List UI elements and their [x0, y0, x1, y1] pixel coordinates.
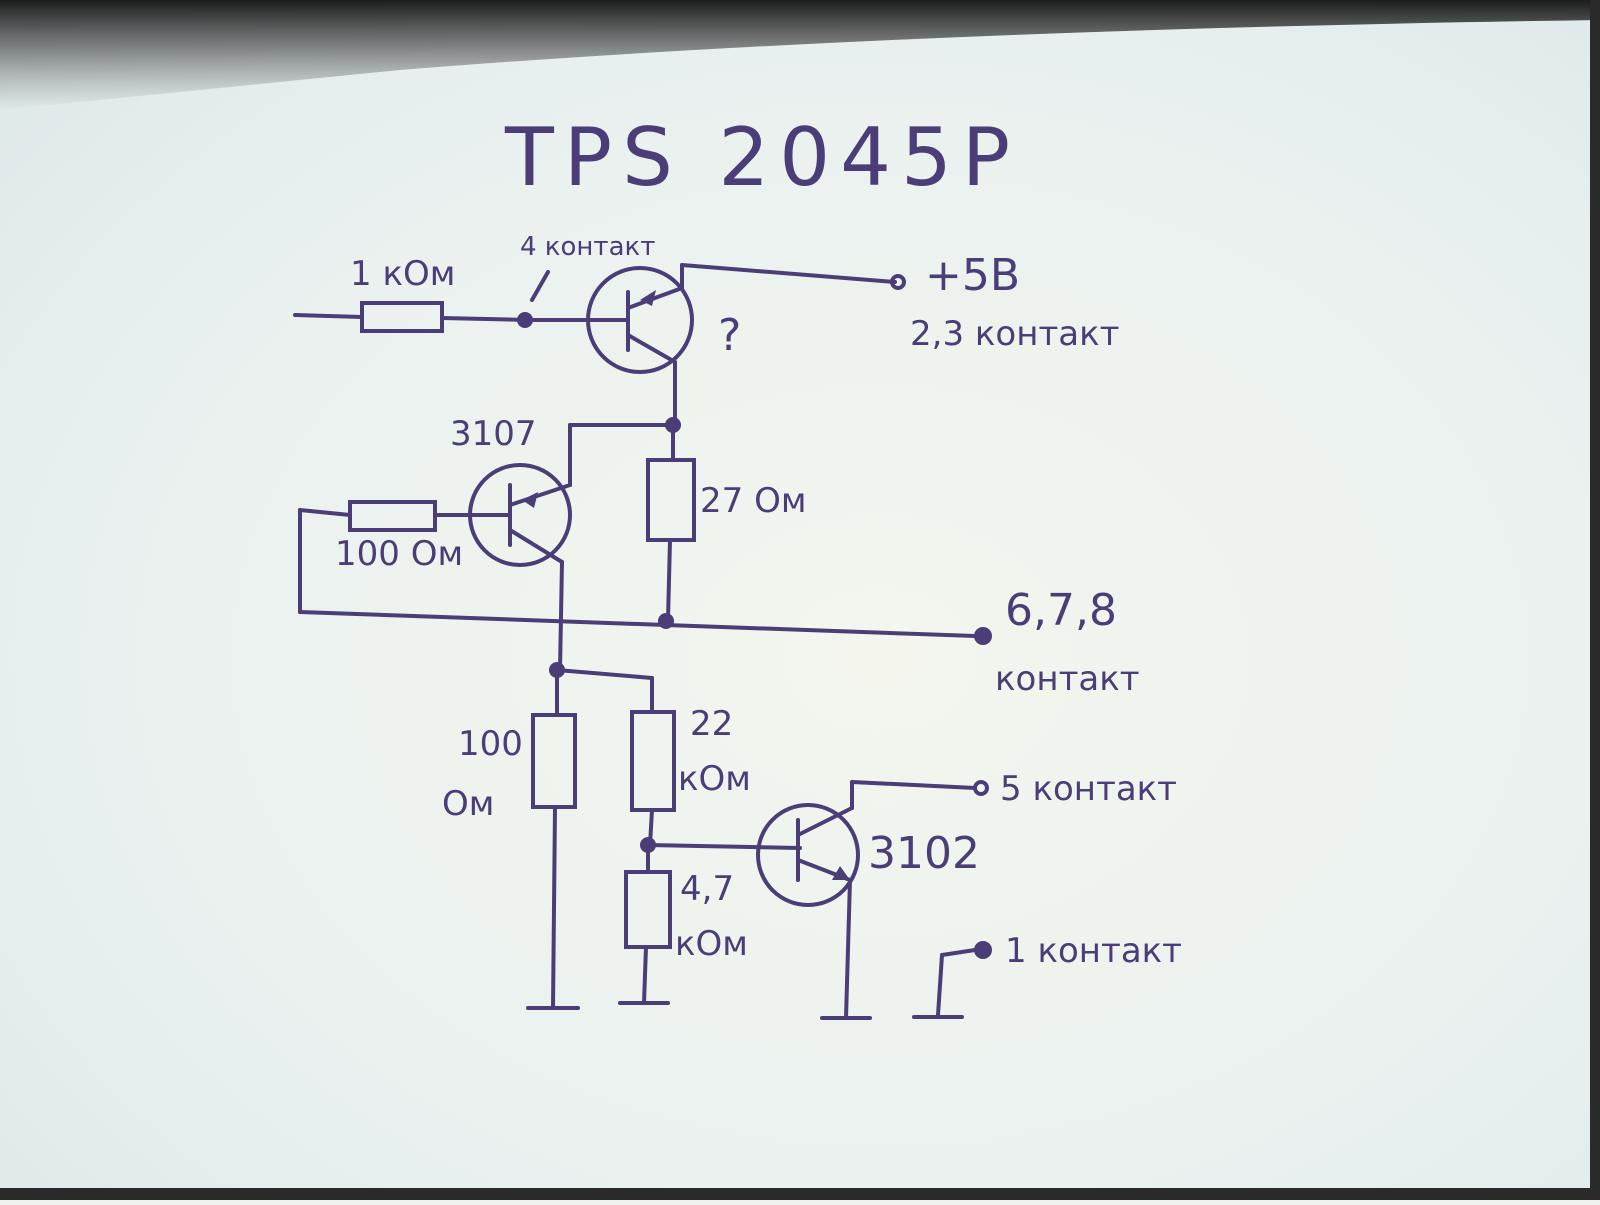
transistor-3102-arrow — [832, 866, 850, 880]
label-22-num: 22 — [690, 704, 733, 744]
label-plus5v: +5В — [925, 250, 1020, 301]
label-100-base: 100 Ом — [335, 534, 463, 574]
wire-47-ground — [642, 945, 648, 1005]
label-100-unit: Ом — [442, 784, 494, 824]
wire-pin1-down — [936, 953, 944, 1017]
transistor-top-arrow — [640, 290, 656, 306]
wire-base-left — [298, 508, 352, 517]
transistor-3107-emitter-leg — [508, 483, 572, 507]
bottom-edge-border — [0, 1188, 1600, 1200]
wire-3102-emitter-down — [844, 878, 852, 1020]
label-3107: 3107 — [450, 414, 537, 454]
node-678 — [658, 613, 674, 629]
right-edge-border — [1590, 0, 1600, 1200]
label-question: ? — [718, 310, 741, 361]
terminal-pin5 — [973, 780, 989, 796]
label-678-num: 6,7,8 — [1005, 585, 1117, 636]
terminal-5v — [890, 274, 906, 290]
wire-node-right — [555, 668, 654, 680]
terminal-pin1 — [974, 941, 992, 959]
label-22-unit: кОм — [678, 759, 751, 799]
label-47-num: 4,7 — [680, 869, 734, 909]
terminal-678 — [974, 627, 992, 645]
transistor-3102 — [756, 803, 860, 907]
wire-to-pin5 — [850, 780, 977, 790]
transistor-3107-arrow — [522, 492, 538, 508]
label-pins23: 2,3 контакт — [910, 314, 1119, 354]
label-27: 27 Ом — [700, 481, 806, 521]
node-pin4 — [517, 312, 533, 328]
transistor-top — [586, 266, 694, 374]
top-shadow — [0, 0, 1600, 110]
label-pin1: 1 контакт — [1005, 931, 1182, 971]
transistor-3107-collector-leg — [508, 528, 564, 564]
label-pin4: 4 контакт — [520, 232, 655, 262]
wire-3107-collector-down — [558, 560, 564, 672]
wire-100-ground — [551, 805, 557, 1010]
label-100-num: 100 — [458, 724, 523, 764]
wire-r1k-node — [440, 316, 532, 322]
wire-678-rail — [298, 610, 977, 638]
label-pin5: 5 контакт — [1000, 769, 1177, 809]
input-wire — [293, 313, 364, 319]
label-1k: 1 кОм — [350, 254, 455, 294]
label-47-unit: кОм — [675, 924, 748, 964]
label-3102: 3102 — [868, 828, 980, 879]
transistor-3102-collector-leg — [796, 806, 854, 837]
transistor-top-emitter — [626, 286, 684, 310]
wire-to-5v — [680, 263, 897, 284]
wire-27-bottom — [666, 538, 672, 622]
wire-divider-base — [646, 843, 802, 850]
diagram-title: TPS 2045P — [504, 111, 1020, 204]
label-678-word: контакт — [995, 659, 1140, 699]
wire-pin1 — [940, 948, 977, 957]
pin4-leader — [530, 270, 550, 302]
transistor-top-collector — [626, 333, 677, 364]
